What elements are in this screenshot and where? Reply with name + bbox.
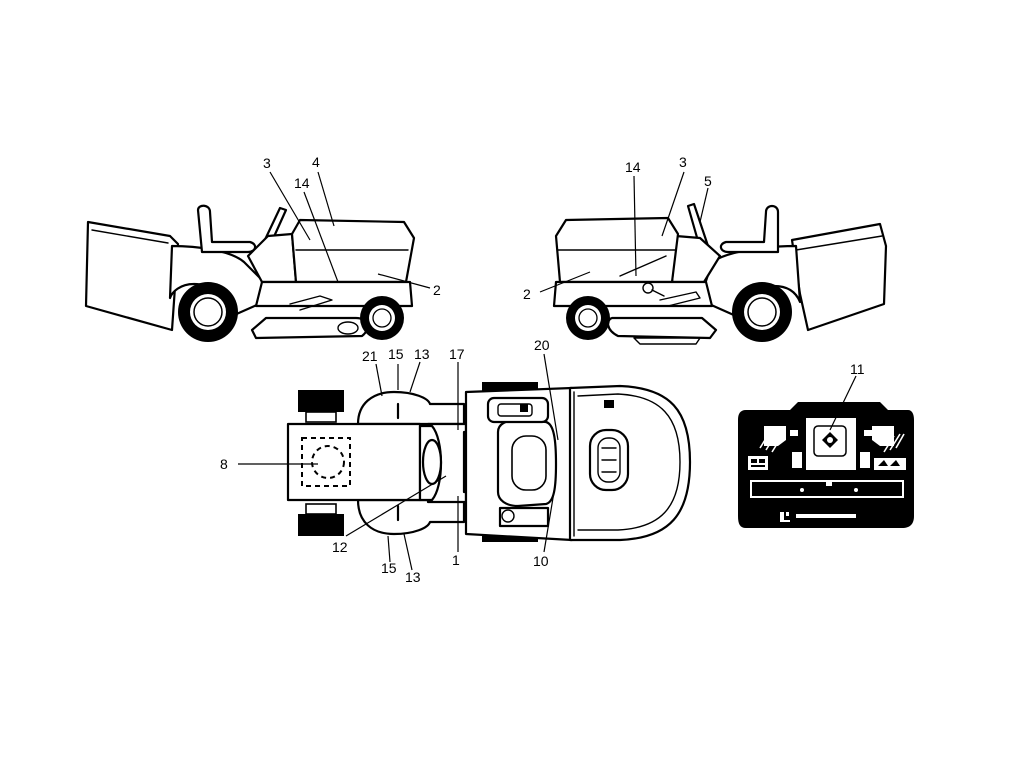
callout-top-8: 8 <box>220 456 228 472</box>
right-side-view: 14 3 5 2 <box>523 154 888 345</box>
left-mower-deck <box>250 316 369 340</box>
callout-right-3: 3 <box>679 154 687 170</box>
callout-top-15-upper: 15 <box>388 346 404 362</box>
callout-top-17: 17 <box>449 346 465 362</box>
left-steering-wheel <box>260 206 288 252</box>
right-collector-bag <box>790 222 888 332</box>
top-bag-label-area <box>301 437 351 487</box>
callout-left-2: 2 <box>433 282 441 298</box>
callout-top-12: 12 <box>332 539 348 555</box>
left-collector-bag <box>84 220 180 332</box>
left-side-view: 3 4 14 2 <box>84 154 441 342</box>
top-fender-lower <box>356 498 466 536</box>
callout-top-13-lower: 13 <box>405 569 421 585</box>
right-mower-deck <box>606 316 718 340</box>
callout-top-1: 1 <box>452 552 460 568</box>
callout-right-2: 2 <box>523 286 531 302</box>
callout-right-5: 5 <box>704 173 712 189</box>
callout-top-20: 20 <box>534 337 550 353</box>
right-seat <box>719 204 780 254</box>
callout-right-14: 14 <box>625 159 641 175</box>
top-fender-upper <box>356 390 466 426</box>
callout-top-10: 10 <box>533 553 549 569</box>
control-panel-view: 11 <box>738 361 914 528</box>
top-collector-bag <box>286 422 422 502</box>
top-rear-wheel-lower <box>298 514 344 536</box>
callout-top-13-upper: 13 <box>414 346 430 362</box>
callout-top-15-lower: 15 <box>381 560 397 576</box>
top-control-area <box>486 396 550 424</box>
top-rear-wheel-upper <box>298 390 344 412</box>
left-seat <box>196 204 257 254</box>
left-hood <box>290 218 416 284</box>
callout-panel-11: 11 <box>850 361 865 377</box>
top-view: 21 15 13 17 20 8 12 15 13 1 10 <box>220 337 692 585</box>
right-steering-wheel <box>686 202 710 250</box>
callout-left-3: 3 <box>263 155 271 171</box>
callout-top-21: 21 <box>362 348 378 364</box>
top-seat <box>496 418 558 508</box>
callout-left-4: 4 <box>312 154 320 170</box>
callout-left-14: 14 <box>294 175 310 191</box>
top-hood <box>568 384 692 542</box>
